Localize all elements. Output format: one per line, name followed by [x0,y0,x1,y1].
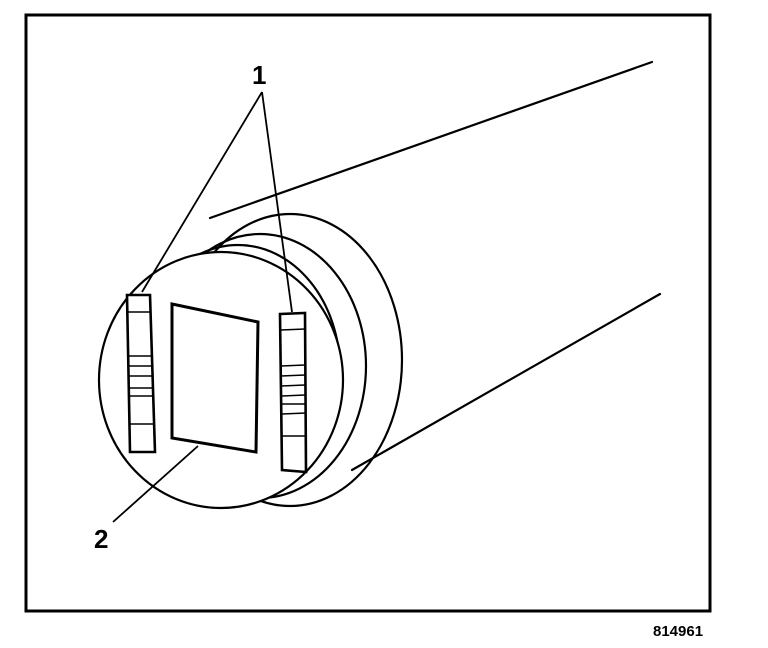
leader-1-right [261,91,293,313]
terminal-strip-right [278,311,308,474]
callout-1: 1 [252,60,266,90]
cable-top-edge [208,60,654,220]
callout-2: 2 [94,524,108,554]
center-housing [170,302,260,454]
cable-bottom-edge [350,292,662,472]
terminal-strip-left [125,293,157,454]
frame-border [24,13,712,613]
leader-lines [112,91,293,523]
leader-1-left [141,91,263,293]
figure-id: 814961 [653,623,703,640]
leader-2 [112,445,199,523]
